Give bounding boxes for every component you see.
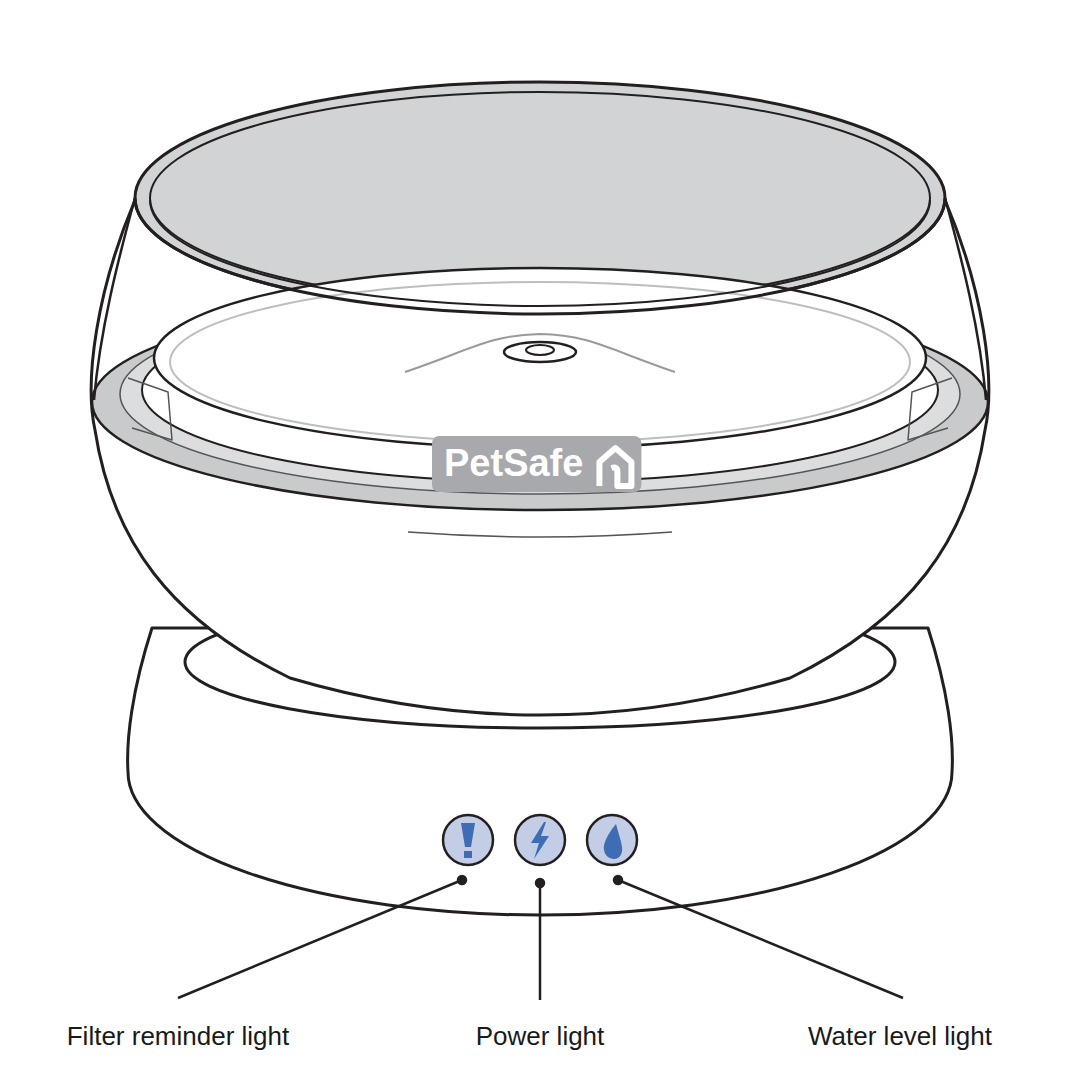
logo-plate xyxy=(432,436,641,492)
leader-dot xyxy=(458,876,466,884)
part-label: Filter reminder light xyxy=(67,1022,290,1051)
part-label: Water level light xyxy=(808,1022,992,1051)
part-label: Power light xyxy=(476,1022,605,1051)
nozzle xyxy=(504,342,576,362)
filter-light xyxy=(443,815,493,865)
leader-line xyxy=(539,883,542,1000)
reservoir-front xyxy=(150,200,930,306)
dish xyxy=(154,268,926,448)
exclamation-dot xyxy=(464,851,472,858)
reservoir-side xyxy=(94,198,135,400)
bowl-body xyxy=(91,200,989,715)
bolt-symbol xyxy=(531,822,549,859)
logo-text: PetSafe xyxy=(444,443,583,485)
dome xyxy=(405,334,675,372)
reservoir-side xyxy=(945,198,986,400)
leader-line xyxy=(178,880,462,998)
nozzle-hole xyxy=(526,345,554,355)
front-tab xyxy=(408,532,672,537)
leader-dot xyxy=(536,879,544,887)
leader-dot xyxy=(614,876,622,884)
clip xyxy=(128,378,172,440)
logo-house xyxy=(599,448,631,486)
leader-line xyxy=(618,880,903,998)
power-light xyxy=(515,815,565,865)
reservoir-front-outer xyxy=(135,198,945,314)
drop-symbol xyxy=(604,824,622,859)
clip xyxy=(908,378,952,440)
exclamation-symbol xyxy=(461,823,475,847)
water-light xyxy=(587,815,637,865)
